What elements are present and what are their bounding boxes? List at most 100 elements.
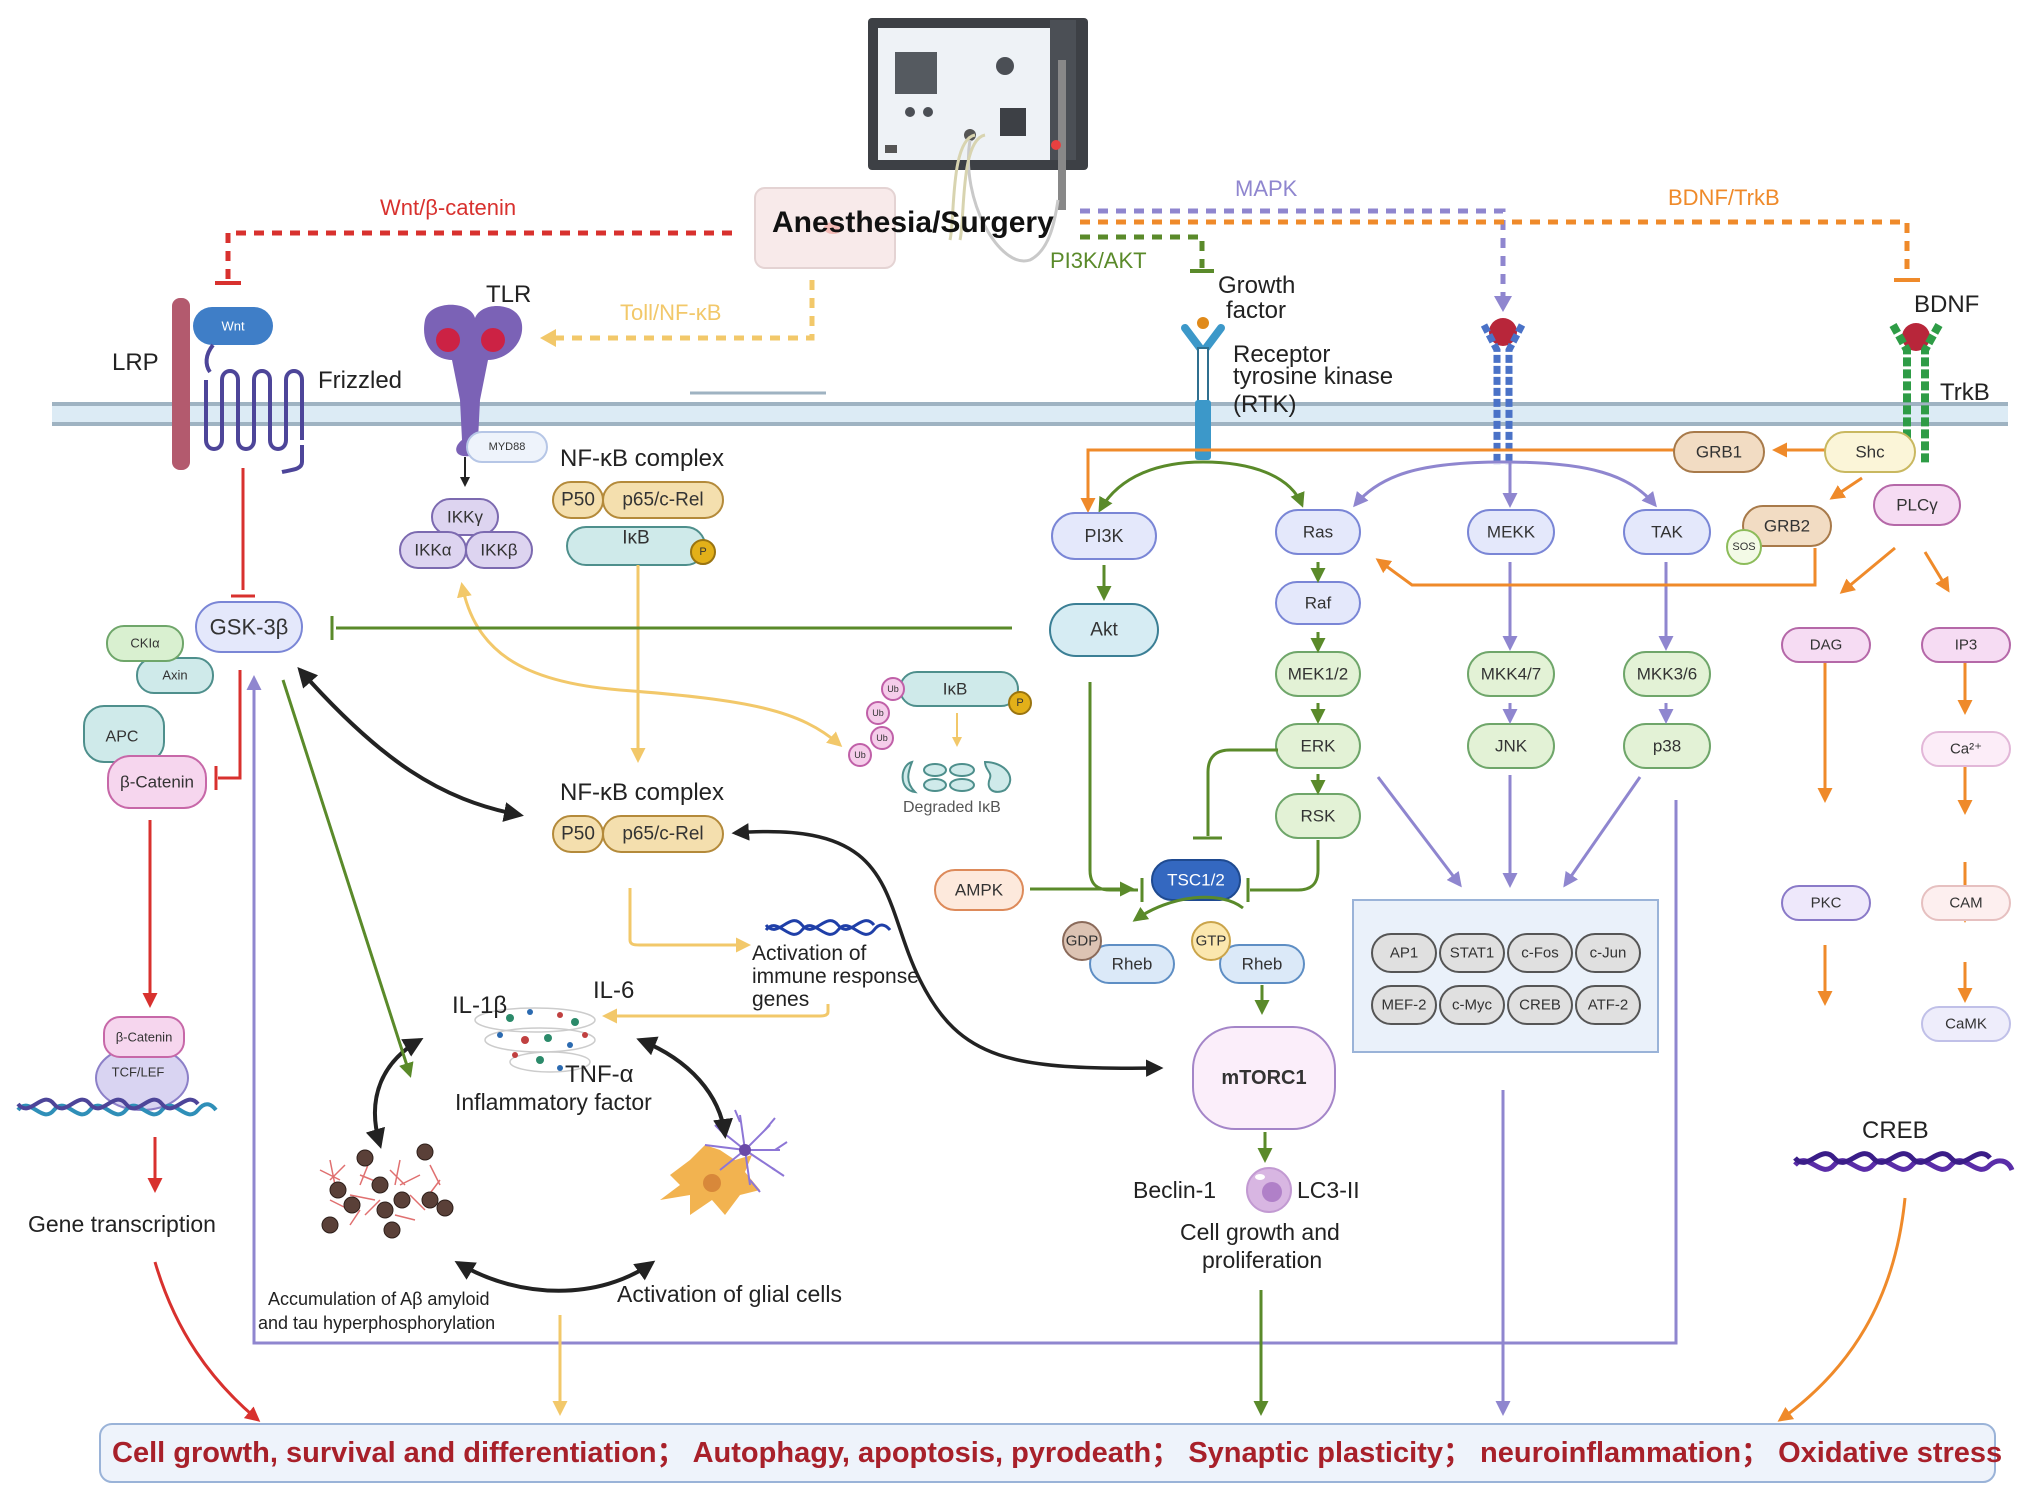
- svg-text:P: P: [1016, 697, 1023, 709]
- degraded-ikb-label: Degraded IκB: [903, 799, 1001, 816]
- ip3-node-label: IP3: [1955, 637, 1978, 654]
- toll-arrowhead: [540, 329, 556, 347]
- mkk36-node: MKK3/6: [1623, 651, 1711, 697]
- transcription-factor-cfos: c-Fos: [1507, 933, 1573, 973]
- erk-node-label: ERK: [1301, 737, 1337, 756]
- ip3-node: IP3: [1921, 627, 2011, 663]
- svg-text:p65/c-Rel: p65/c-Rel: [622, 824, 703, 845]
- tlr-label: TLR: [486, 281, 531, 308]
- svg-text:IκB: IκB: [622, 528, 649, 549]
- transcription-factor-atf2: ATF-2: [1575, 985, 1641, 1025]
- pi3k-pathway-label: PI3K/AKT: [1050, 248, 1147, 273]
- trkb-label: TrkB: [1940, 379, 1990, 406]
- mekk-node-label: MEKK: [1487, 523, 1536, 542]
- pi3k-node-label: PI3K: [1084, 526, 1123, 546]
- toll-pathway-label: Toll/NF-κB: [620, 300, 721, 325]
- rtk-label-2: tyrosine kinase: [1233, 363, 1393, 390]
- outcome-banner-text: Cell growth, survival and differentiatio…: [112, 1437, 2002, 1469]
- transcription-factor-mef2: MEF-2: [1371, 985, 1437, 1025]
- plcg-node-label: PLCγ: [1896, 496, 1938, 515]
- ras-node-label: Ras: [1303, 523, 1333, 542]
- svg-text:P50: P50: [561, 824, 595, 845]
- sos-node: SOS: [1726, 529, 1762, 565]
- mapk-receptor: [1480, 318, 1526, 465]
- gsk-betacatenin-line: [218, 670, 242, 780]
- rtk-label-3: (RTK): [1233, 391, 1297, 418]
- amyloid-glial-arrow: [454, 1260, 656, 1293]
- erk-tf-arrow: [1376, 776, 1462, 888]
- svg-text:Ub: Ub: [876, 733, 888, 743]
- ampk-node: AMPK: [934, 869, 1024, 911]
- bdnf-pathway-label: BDNF/TrkB: [1668, 185, 1780, 210]
- ikk-ikb-arrow: [457, 582, 843, 747]
- gdp-node-label: GDP: [1066, 933, 1099, 950]
- gdp-node: GDP: [1062, 921, 1102, 961]
- amyloid-plaque-icon: [319, 1143, 454, 1239]
- growth-factor-label-1: Growth: [1218, 272, 1295, 299]
- wnt-ligand: Wnt: [193, 307, 273, 345]
- svg-text:β-Catenin: β-Catenin: [120, 773, 194, 792]
- plcg-node: PLCγ: [1873, 484, 1961, 526]
- ubiquitinated-ikb: IκB P Ub Ub Ub Ub: [848, 671, 1032, 767]
- transcription-factor-creb-label: CREB: [1519, 997, 1561, 1014]
- dag-node-label: DAG: [1810, 637, 1843, 654]
- sos-node-label: SOS: [1732, 541, 1755, 553]
- shc-node-label: Shc: [1855, 443, 1885, 462]
- destruction-complex: APC Axin CKIα: [83, 625, 214, 763]
- wnt-pathway-label: Wnt/β-catenin: [380, 195, 516, 220]
- pkc-node-label: PKC: [1811, 895, 1842, 912]
- mkk47-node: MKK4/7: [1467, 651, 1555, 697]
- cytokine-amyloid-arrow: [365, 1038, 424, 1149]
- tlr-receptor: [424, 304, 523, 457]
- title-text: Anesthesia/Surgery: [772, 206, 1054, 239]
- pkc-node: PKC: [1781, 885, 1871, 921]
- mapkr-ras-arrow: [1353, 460, 1504, 508]
- transcription-factor-box: [1352, 899, 1659, 1053]
- plcg-ip3-arrow: [1923, 551, 1950, 593]
- tak-node: TAK: [1623, 509, 1711, 555]
- rsk-node: RSK: [1275, 793, 1361, 839]
- ampk-node-label: AMPK: [955, 881, 1004, 900]
- mkk36-node-label: MKK3/6: [1637, 665, 1697, 684]
- frizzled-receptor: [204, 343, 304, 474]
- amyloid-label-1: Accumulation of Aβ amyloid: [268, 1289, 489, 1309]
- rtk-label-1: Receptor: [1233, 341, 1330, 368]
- shc-node: Shc: [1824, 431, 1916, 473]
- transcription-factor-stat1: STAT1: [1439, 933, 1505, 973]
- raf-node: Raf: [1275, 581, 1361, 625]
- grb2-node-label: GRB2: [1764, 517, 1810, 536]
- transcription-factor-mef2-label: MEF-2: [1382, 997, 1427, 1014]
- rtk-pi3k-arrow: [1098, 460, 1204, 513]
- mapkr-tak-arrow: [1502, 460, 1657, 508]
- nfkb-complex-active-title: NF-κB complex: [560, 779, 724, 806]
- plcg-dag-arrow: [1839, 546, 1896, 594]
- mtorc1-node: mTORC1: [1192, 1026, 1336, 1130]
- ca-node: Ca²⁺: [1921, 731, 2011, 767]
- toll-pathway-line: [548, 280, 815, 341]
- svg-text:GSK-3β: GSK-3β: [210, 615, 289, 640]
- grb1-pi3k-arrow: [1080, 448, 1677, 513]
- svg-text:MYD88: MYD88: [489, 441, 526, 453]
- svg-text:IKKα: IKKα: [414, 541, 451, 560]
- nfkb-mtorc1-arrow: [731, 823, 1164, 1077]
- immune-genes-label-2: immune response: [752, 965, 919, 988]
- svg-text:IKKγ: IKKγ: [447, 508, 483, 527]
- p38-tf-arrow: [1563, 776, 1642, 888]
- mtorc1-node-label: mTORC1: [1221, 1067, 1306, 1089]
- beta-catenin-node: β-Catenin: [107, 755, 207, 809]
- transcription-outcome-arrow: [153, 1261, 261, 1422]
- akt-node-label: Akt: [1090, 620, 1118, 641]
- creb-label: CREB: [1862, 1117, 1929, 1144]
- mkk47-node-label: MKK4/7: [1481, 665, 1541, 684]
- erk-tsc-line: [1206, 748, 1278, 836]
- gsk3b-node: GSK-3β: [195, 601, 303, 653]
- amyloid-label-2: and tau hyperphosphorylation: [258, 1313, 495, 1333]
- grb2-ras-arrow: [1375, 548, 1817, 587]
- lrp-receptor: [172, 298, 190, 470]
- mek-node: MEK1/2: [1275, 651, 1361, 697]
- cell-growth-label-1: Cell growth and: [1180, 1219, 1340, 1245]
- gsk-cytokine-arrow: [281, 679, 414, 1078]
- svg-text:p65/c-Rel: p65/c-Rel: [622, 490, 703, 511]
- dna-icon: [16, 1097, 218, 1117]
